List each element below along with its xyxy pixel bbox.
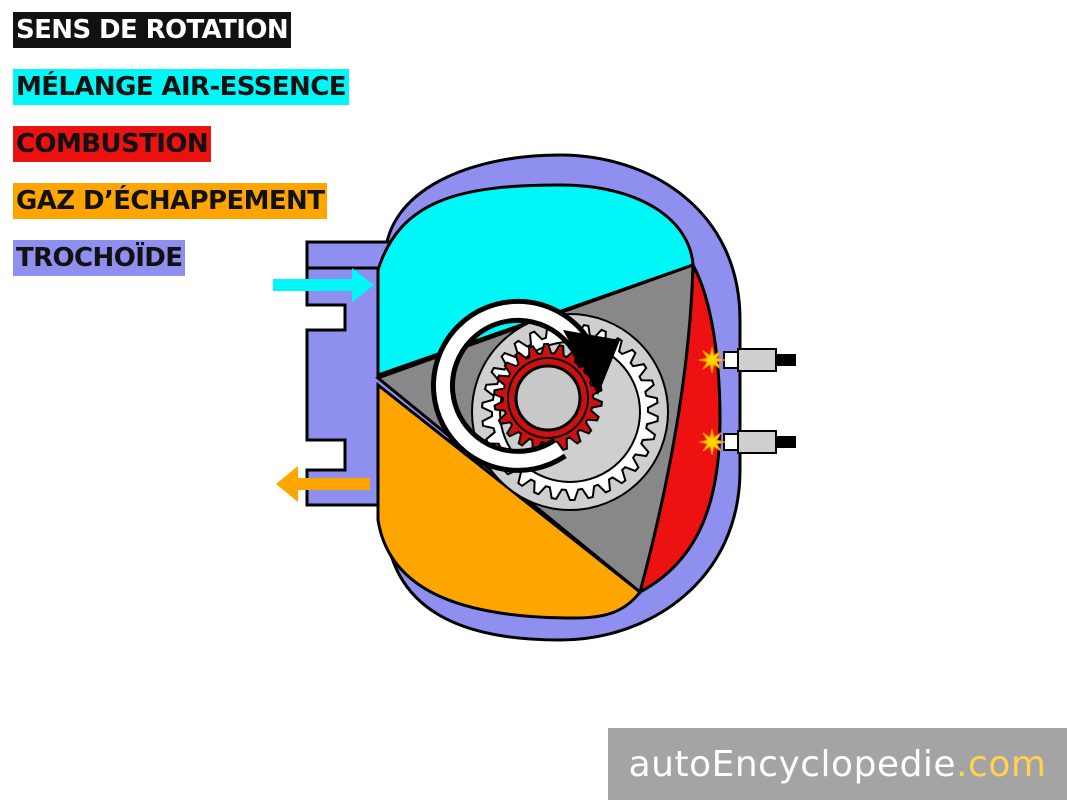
spark-plug-upper: [723, 348, 796, 372]
legend-item-trochoid: TROCHOÏDE: [13, 240, 186, 276]
legend-item-combustion: COMBUSTION: [13, 126, 211, 162]
spark-plug-lower: [723, 430, 796, 454]
site-watermark: autoEncyclopedie.com: [608, 728, 1067, 800]
spark-icon: [698, 428, 726, 456]
watermark-tld-text: .com: [956, 743, 1047, 785]
legend-item-rotation: SENS DE ROTATION: [13, 12, 292, 48]
legend-item-exhaust: GAZ D’ÉCHAPPEMENT: [13, 183, 328, 219]
rotation-arrow-icon: [430, 298, 620, 473]
spark-icon: [698, 346, 726, 374]
exhaust-chamber: [376, 381, 643, 620]
arrow-left-icon: [276, 466, 370, 502]
legend-item-air-fuel: MÉLANGE AIR-ESSENCE: [13, 69, 349, 105]
watermark-main-text: autoEncyclopedie: [628, 743, 957, 785]
eccentric-shaft: [514, 364, 582, 432]
arrow-right-icon: [273, 268, 374, 302]
